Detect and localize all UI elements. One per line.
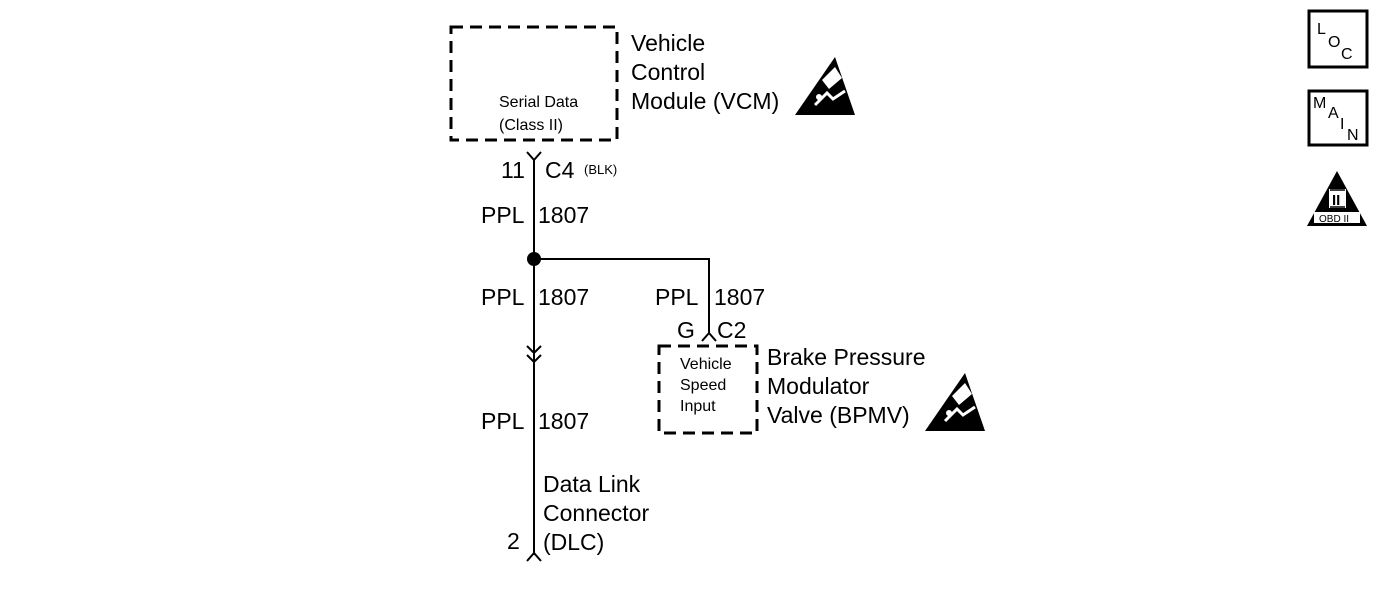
wire-color-4: PPL (481, 408, 525, 434)
svg-text:OBD II: OBD II (1319, 214, 1349, 225)
bpmv-pin-letter: G (677, 317, 695, 343)
vcm-connector-pin-symbol (526, 151, 542, 162)
dlc-name-line-1: Data Link (543, 471, 641, 497)
svg-text:O: O (1328, 34, 1340, 51)
wire-circuit-3: 1807 (714, 284, 765, 310)
wire-circuit-2: 1807 (538, 284, 589, 310)
vcm-connector-color: (BLK) (584, 162, 617, 177)
vcm-pin-number: 11 (501, 157, 525, 183)
bpmv-module-box (657, 344, 759, 435)
bpmv-name-line-1: Brake Pressure (767, 344, 926, 370)
vcm-name-line-2: Control (631, 59, 705, 85)
obd-ii-icon[interactable]: II OBD II (1307, 171, 1367, 226)
location-icon[interactable]: L O C (1307, 9, 1369, 69)
wire-color-1: PPL (481, 202, 525, 228)
dlc-connector-pin-symbol (526, 551, 542, 562)
dlc-name-line-3: (DLC) (543, 529, 604, 555)
inline-connector-chevron-1 (526, 345, 542, 355)
dlc-pin-number: 2 (507, 528, 520, 554)
vcm-name-line-1: Vehicle (631, 30, 705, 56)
bpmv-inner-line-3: Input (680, 398, 716, 415)
wire-circuit-1: 1807 (538, 202, 589, 228)
wire-color-3: PPL (655, 284, 699, 310)
bpmv-inner-line-1: Vehicle (680, 356, 732, 373)
esd-warning-icon (923, 371, 987, 433)
bpmv-connector-id: C2 (717, 317, 746, 343)
branch-wire (534, 258, 710, 333)
bpmv-name-line-3: Valve (BPMV) (767, 402, 910, 428)
svg-text:C: C (1341, 46, 1353, 63)
vcm-module-box (449, 25, 619, 142)
svg-text:N: N (1347, 127, 1359, 144)
main-icon[interactable]: M A I N (1307, 89, 1369, 147)
inline-connector-chevron-2 (526, 354, 542, 364)
dlc-name-line-2: Connector (543, 500, 649, 526)
svg-text:II: II (1332, 192, 1340, 209)
vcm-connector-id: C4 (545, 157, 575, 183)
bpmv-name-line-2: Modulator (767, 373, 870, 399)
svg-text:I: I (1340, 116, 1344, 133)
wire-color-2: PPL (481, 284, 525, 310)
svg-text:L: L (1317, 21, 1326, 38)
esd-warning-icon (793, 55, 857, 117)
vcm-name-line-3: Module (VCM) (631, 88, 779, 114)
vcm-inner-line-1: Serial Data (499, 94, 578, 111)
vcm-inner-line-2: (Class II) (499, 117, 563, 134)
bpmv-connector-pin-symbol (701, 331, 717, 342)
bpmv-inner-line-2: Speed (680, 377, 726, 394)
svg-text:M: M (1313, 95, 1326, 112)
svg-text:A: A (1328, 105, 1339, 122)
wire-circuit-4: 1807 (538, 408, 589, 434)
